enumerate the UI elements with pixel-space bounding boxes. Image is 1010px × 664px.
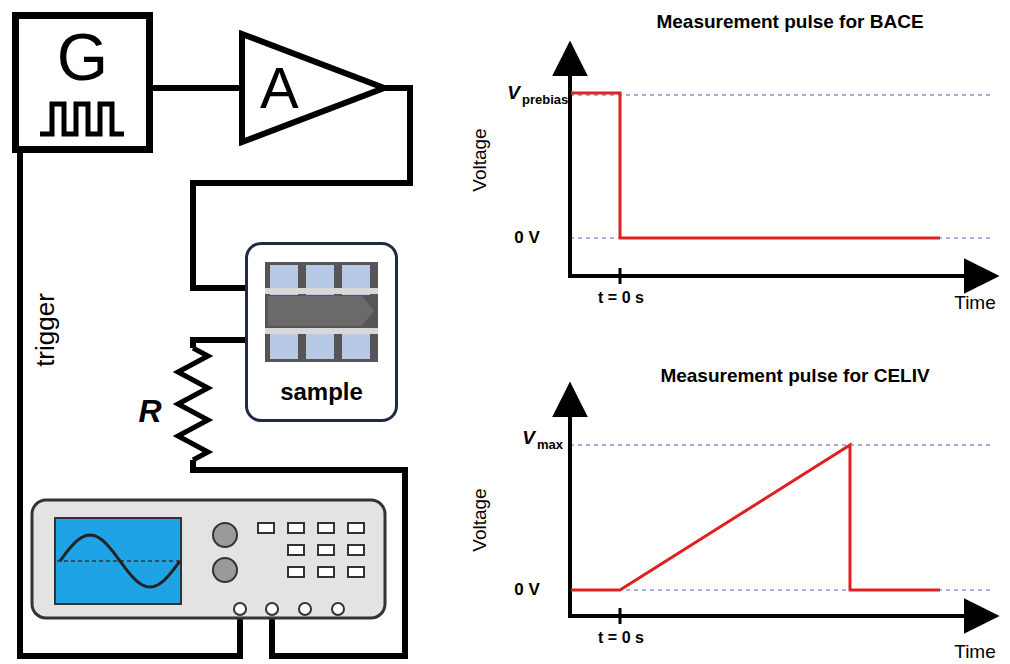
trigger-label: trigger xyxy=(31,293,60,367)
wire xyxy=(149,85,242,91)
scope-button xyxy=(258,523,274,533)
scope-button xyxy=(288,545,304,555)
scope-button xyxy=(318,545,334,555)
tick-label: t = 0 s xyxy=(598,629,644,647)
axis-value: V xyxy=(507,83,520,104)
axis-title: Voltage xyxy=(470,128,491,191)
device-illustration xyxy=(265,262,378,362)
axis-subscript: max xyxy=(537,438,563,452)
node-text: A xyxy=(260,56,299,120)
axis-title: Time xyxy=(954,293,996,314)
scope-button xyxy=(318,567,334,577)
node-text: sample xyxy=(280,379,363,405)
scope-button xyxy=(288,523,304,533)
scope-button xyxy=(318,523,334,533)
bace-chart xyxy=(568,44,996,284)
scope-button xyxy=(348,523,364,533)
axis-value: V xyxy=(522,428,535,449)
oscilloscope xyxy=(32,500,385,618)
celiv-chart xyxy=(568,385,996,624)
pulse-symbol xyxy=(40,104,124,134)
sample-fill xyxy=(245,242,398,422)
amplifier-triangle: A xyxy=(238,30,388,146)
scope-button xyxy=(348,567,364,577)
axis-value: 0 V xyxy=(514,229,540,248)
generator-box: G xyxy=(12,12,153,153)
sample-box: sample xyxy=(245,242,398,422)
resistor-symbol xyxy=(178,348,208,460)
node-text: G xyxy=(57,21,108,94)
scope-button xyxy=(288,567,304,577)
wires xyxy=(20,153,405,656)
resistor-label: R xyxy=(138,394,161,429)
axis-title: Time xyxy=(954,642,996,663)
axis-title: Voltage xyxy=(470,488,491,551)
scope-button xyxy=(348,545,364,555)
chart-title: Measurement pulse for CELIV xyxy=(660,366,929,387)
tick-label: t = 0 s xyxy=(598,289,644,307)
axis-subscript: prebias xyxy=(522,93,568,107)
axis-value: 0 V xyxy=(514,581,540,600)
chart-title: Measurement pulse for BACE xyxy=(656,12,923,33)
